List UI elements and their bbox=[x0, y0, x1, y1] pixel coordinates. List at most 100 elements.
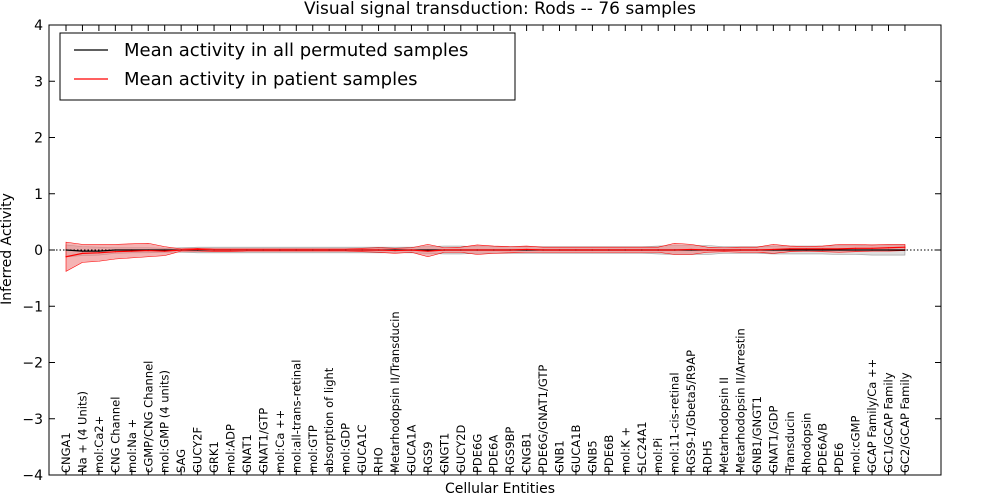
permuted-point bbox=[855, 249, 857, 251]
x-tick-label: CNGB1 bbox=[520, 432, 534, 473]
permuted-point bbox=[838, 249, 840, 251]
x-tick-label: mol:Ca ++ bbox=[273, 410, 287, 473]
x-tick-label: mol:Pi bbox=[651, 438, 665, 473]
x-tick-label: Transducin bbox=[783, 411, 797, 474]
x-tick-label: mol:K + bbox=[618, 427, 632, 473]
x-tick-label: GUCY2F bbox=[191, 427, 205, 473]
patient-point bbox=[805, 248, 807, 250]
y-tick-label: −1 bbox=[22, 299, 43, 315]
patient-point bbox=[526, 248, 528, 251]
permuted-point bbox=[822, 249, 824, 251]
x-tick-label: mol:GMP (4 units) bbox=[158, 370, 172, 473]
x-tick-label: RDH5 bbox=[701, 440, 715, 473]
patient-point bbox=[855, 247, 857, 249]
x-tick-label: SLC24A1 bbox=[635, 421, 649, 473]
x-tick-label: SAG bbox=[174, 449, 188, 473]
y-tick-label: 4 bbox=[34, 18, 43, 34]
patient-point bbox=[739, 249, 742, 251]
permuted-point bbox=[131, 249, 133, 251]
x-tick-label: mol:11-cis-retinal bbox=[668, 372, 682, 473]
x-tick-label: Rhodopsin bbox=[799, 413, 813, 473]
y-tick-label: 0 bbox=[34, 243, 43, 259]
patient-point bbox=[476, 249, 478, 251]
x-tick-label: Metarhodopsin II/Arrestin bbox=[733, 328, 747, 473]
legend-box bbox=[59, 32, 516, 101]
patient-point bbox=[460, 249, 462, 251]
y-tick-label: 2 bbox=[34, 131, 43, 147]
x-tick-label: PDE6A bbox=[487, 435, 501, 473]
patient-point bbox=[229, 249, 232, 251]
patient-point bbox=[213, 249, 215, 251]
x-tick-label: GNGT1 bbox=[437, 433, 451, 473]
x-tick-label: GUCA1C bbox=[355, 424, 369, 473]
patient-point bbox=[180, 249, 182, 251]
patient-point bbox=[904, 246, 906, 248]
patient-point bbox=[394, 249, 396, 252]
x-tick-label: Metarhodopsin II/Transducin bbox=[388, 311, 402, 473]
x-tick-label: GC1/GCAP Family bbox=[882, 372, 896, 473]
patient-point bbox=[706, 249, 709, 251]
patient-point bbox=[624, 249, 626, 251]
patient-point bbox=[493, 249, 495, 251]
x-tick-label: PDE6G/GNAT1/GTP bbox=[536, 365, 550, 473]
patient-point bbox=[608, 249, 610, 251]
patient-point bbox=[542, 249, 544, 251]
patient-point bbox=[887, 247, 890, 249]
permuted-point bbox=[805, 249, 807, 251]
y-tick-label: 1 bbox=[34, 187, 43, 203]
permuted-point bbox=[904, 249, 906, 251]
legend-label-patient: Mean activity in patient samples bbox=[124, 69, 418, 90]
chart-title: Visual signal transduction: Rods -- 76 s… bbox=[304, 0, 696, 19]
patient-point bbox=[822, 248, 824, 250]
x-tick-label: mol:cGMP bbox=[849, 416, 863, 473]
x-tick-label: Metarhodopsin II bbox=[717, 377, 731, 473]
permuted-point bbox=[789, 249, 791, 251]
x-tick-label: GRK1 bbox=[207, 441, 221, 473]
patient-point bbox=[328, 249, 330, 251]
patient-point bbox=[690, 248, 692, 251]
x-tick-label: mol:Ca2+ bbox=[92, 416, 106, 473]
permuted-point bbox=[65, 249, 67, 251]
patient-point bbox=[558, 249, 561, 251]
y-tick-label: −2 bbox=[22, 356, 43, 372]
legend-label-permuted: Mean activity in all permuted samples bbox=[124, 40, 468, 61]
patient-point bbox=[871, 247, 873, 249]
patient-point bbox=[427, 250, 429, 252]
patient-point bbox=[838, 248, 840, 250]
patient-point bbox=[81, 252, 84, 254]
x-tick-label: mol:GTP bbox=[306, 425, 320, 473]
permuted-point bbox=[81, 250, 84, 252]
x-tick-label: GUCA1B bbox=[569, 424, 583, 473]
patient-point bbox=[657, 249, 659, 251]
y-tick-label: −3 bbox=[22, 412, 43, 428]
patient-point bbox=[131, 250, 133, 252]
patient-point bbox=[361, 249, 363, 251]
patient-point bbox=[279, 249, 281, 251]
patient-point bbox=[98, 252, 100, 254]
patient-point bbox=[789, 248, 791, 250]
y-tick-label: 3 bbox=[34, 74, 43, 90]
patient-point bbox=[345, 249, 347, 251]
x-tick-label: CNGA1 bbox=[59, 432, 73, 473]
permuted-point bbox=[871, 249, 873, 251]
patient-point bbox=[197, 248, 199, 251]
x-tick-label: RGS9BP bbox=[503, 427, 517, 473]
x-tick-label: GCAP Family/Ca ++ bbox=[865, 359, 879, 473]
x-tick-label: PDE6 bbox=[832, 443, 846, 473]
x-tick-label: mol:Na + bbox=[125, 419, 139, 473]
x-tick-label: RGS9 bbox=[421, 441, 435, 473]
x-tick-label: GUCA1A bbox=[404, 424, 418, 473]
x-tick-label: mol:all-trans-retinal bbox=[289, 360, 303, 473]
patient-point bbox=[575, 249, 577, 251]
y-tick-label: −4 bbox=[22, 468, 43, 484]
patient-point bbox=[65, 256, 67, 258]
patient-point bbox=[114, 251, 116, 253]
x-tick-label: cGMP/CNG Channel bbox=[141, 361, 155, 473]
x-tick-label: GNAT1/GDP bbox=[766, 406, 780, 473]
x-tick-label: GNAT1/GTP bbox=[256, 408, 270, 473]
x-tick-label: GC2/GCAP Family bbox=[898, 372, 912, 473]
patient-point bbox=[723, 249, 725, 251]
patient-point bbox=[262, 249, 264, 251]
patient-point bbox=[312, 249, 314, 251]
